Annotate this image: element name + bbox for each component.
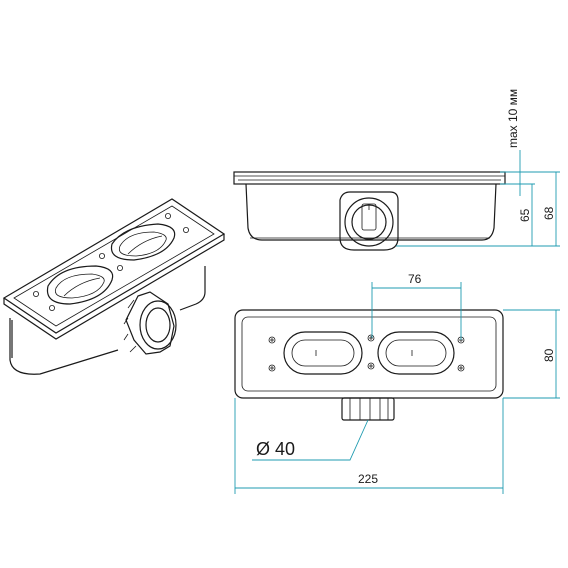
- top-slot-2: [377, 331, 455, 375]
- front-plate: [233, 171, 506, 185]
- iso-body: [9, 266, 206, 375]
- front-body: [245, 183, 497, 241]
- top-slot-1: [283, 331, 363, 375]
- top-plate-outer: [234, 309, 504, 399]
- label-76: 76: [408, 272, 422, 286]
- front-view: [233, 171, 506, 251]
- top-view: [234, 309, 504, 421]
- label-80: 80: [542, 348, 556, 362]
- iso-outlet-nut: [123, 291, 177, 355]
- label-65: 65: [518, 208, 532, 222]
- label-max-10mm: max 10 мм: [506, 89, 520, 148]
- top-plate-inner: [241, 316, 497, 392]
- iso-screws: [33, 212, 189, 311]
- front-outlet: [339, 191, 399, 251]
- label-diameter-40: Ø 40: [256, 439, 295, 459]
- iso-slot-1: [46, 265, 114, 305]
- label-68: 68: [542, 206, 556, 220]
- top-outlet-nut: [341, 397, 395, 421]
- iso-slot-2: [110, 223, 176, 261]
- dimension-lines: [234, 150, 560, 494]
- isometric-view: [2, 198, 226, 375]
- label-225: 225: [358, 472, 378, 486]
